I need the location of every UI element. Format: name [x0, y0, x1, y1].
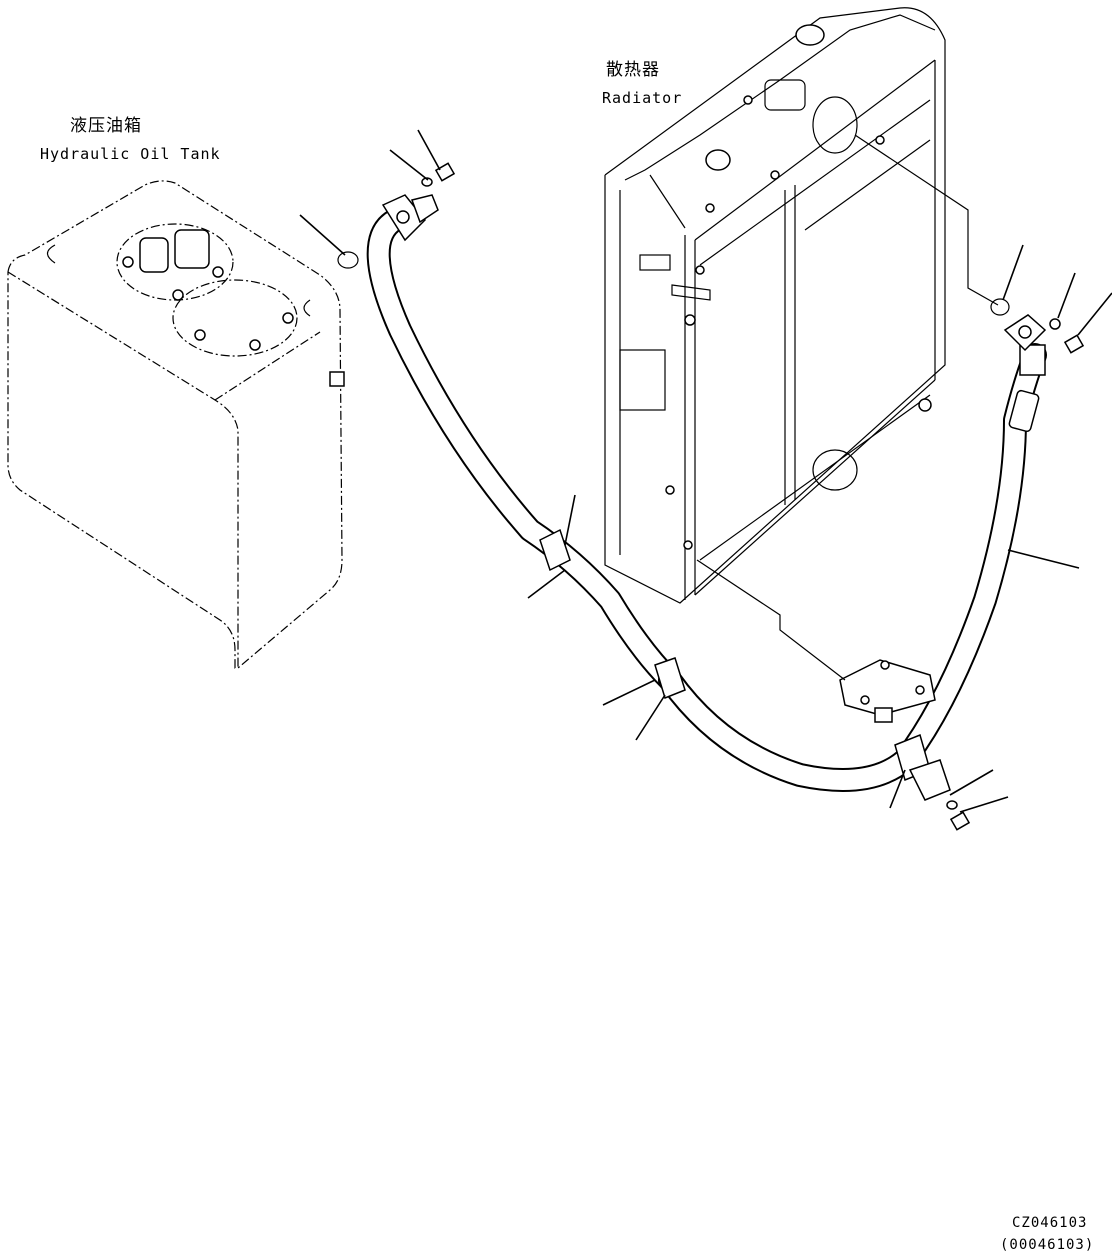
hydraulic-oil-tank: [7, 180, 345, 669]
tank-label-cn: 液压油箱: [70, 116, 142, 136]
radiator-label-en: Radiator: [602, 89, 683, 107]
radiator-label-cn: 散热器: [606, 60, 660, 80]
hose-lower: [658, 343, 1047, 792]
fasteners: [337, 162, 1085, 831]
leader-lines: [299, 129, 1112, 813]
bracket: [839, 659, 936, 723]
flange-radiator-end: [1003, 314, 1047, 352]
radiator: [604, 7, 946, 604]
hose-left: [366, 208, 682, 692]
flange-tank-end: [381, 194, 439, 242]
clamps: [539, 528, 951, 801]
drawing-reference: (00046103): [1000, 1237, 1095, 1253]
tank-label-en: Hydraulic Oil Tank: [40, 145, 221, 163]
drawing-code: CZ046103: [1012, 1215, 1088, 1231]
